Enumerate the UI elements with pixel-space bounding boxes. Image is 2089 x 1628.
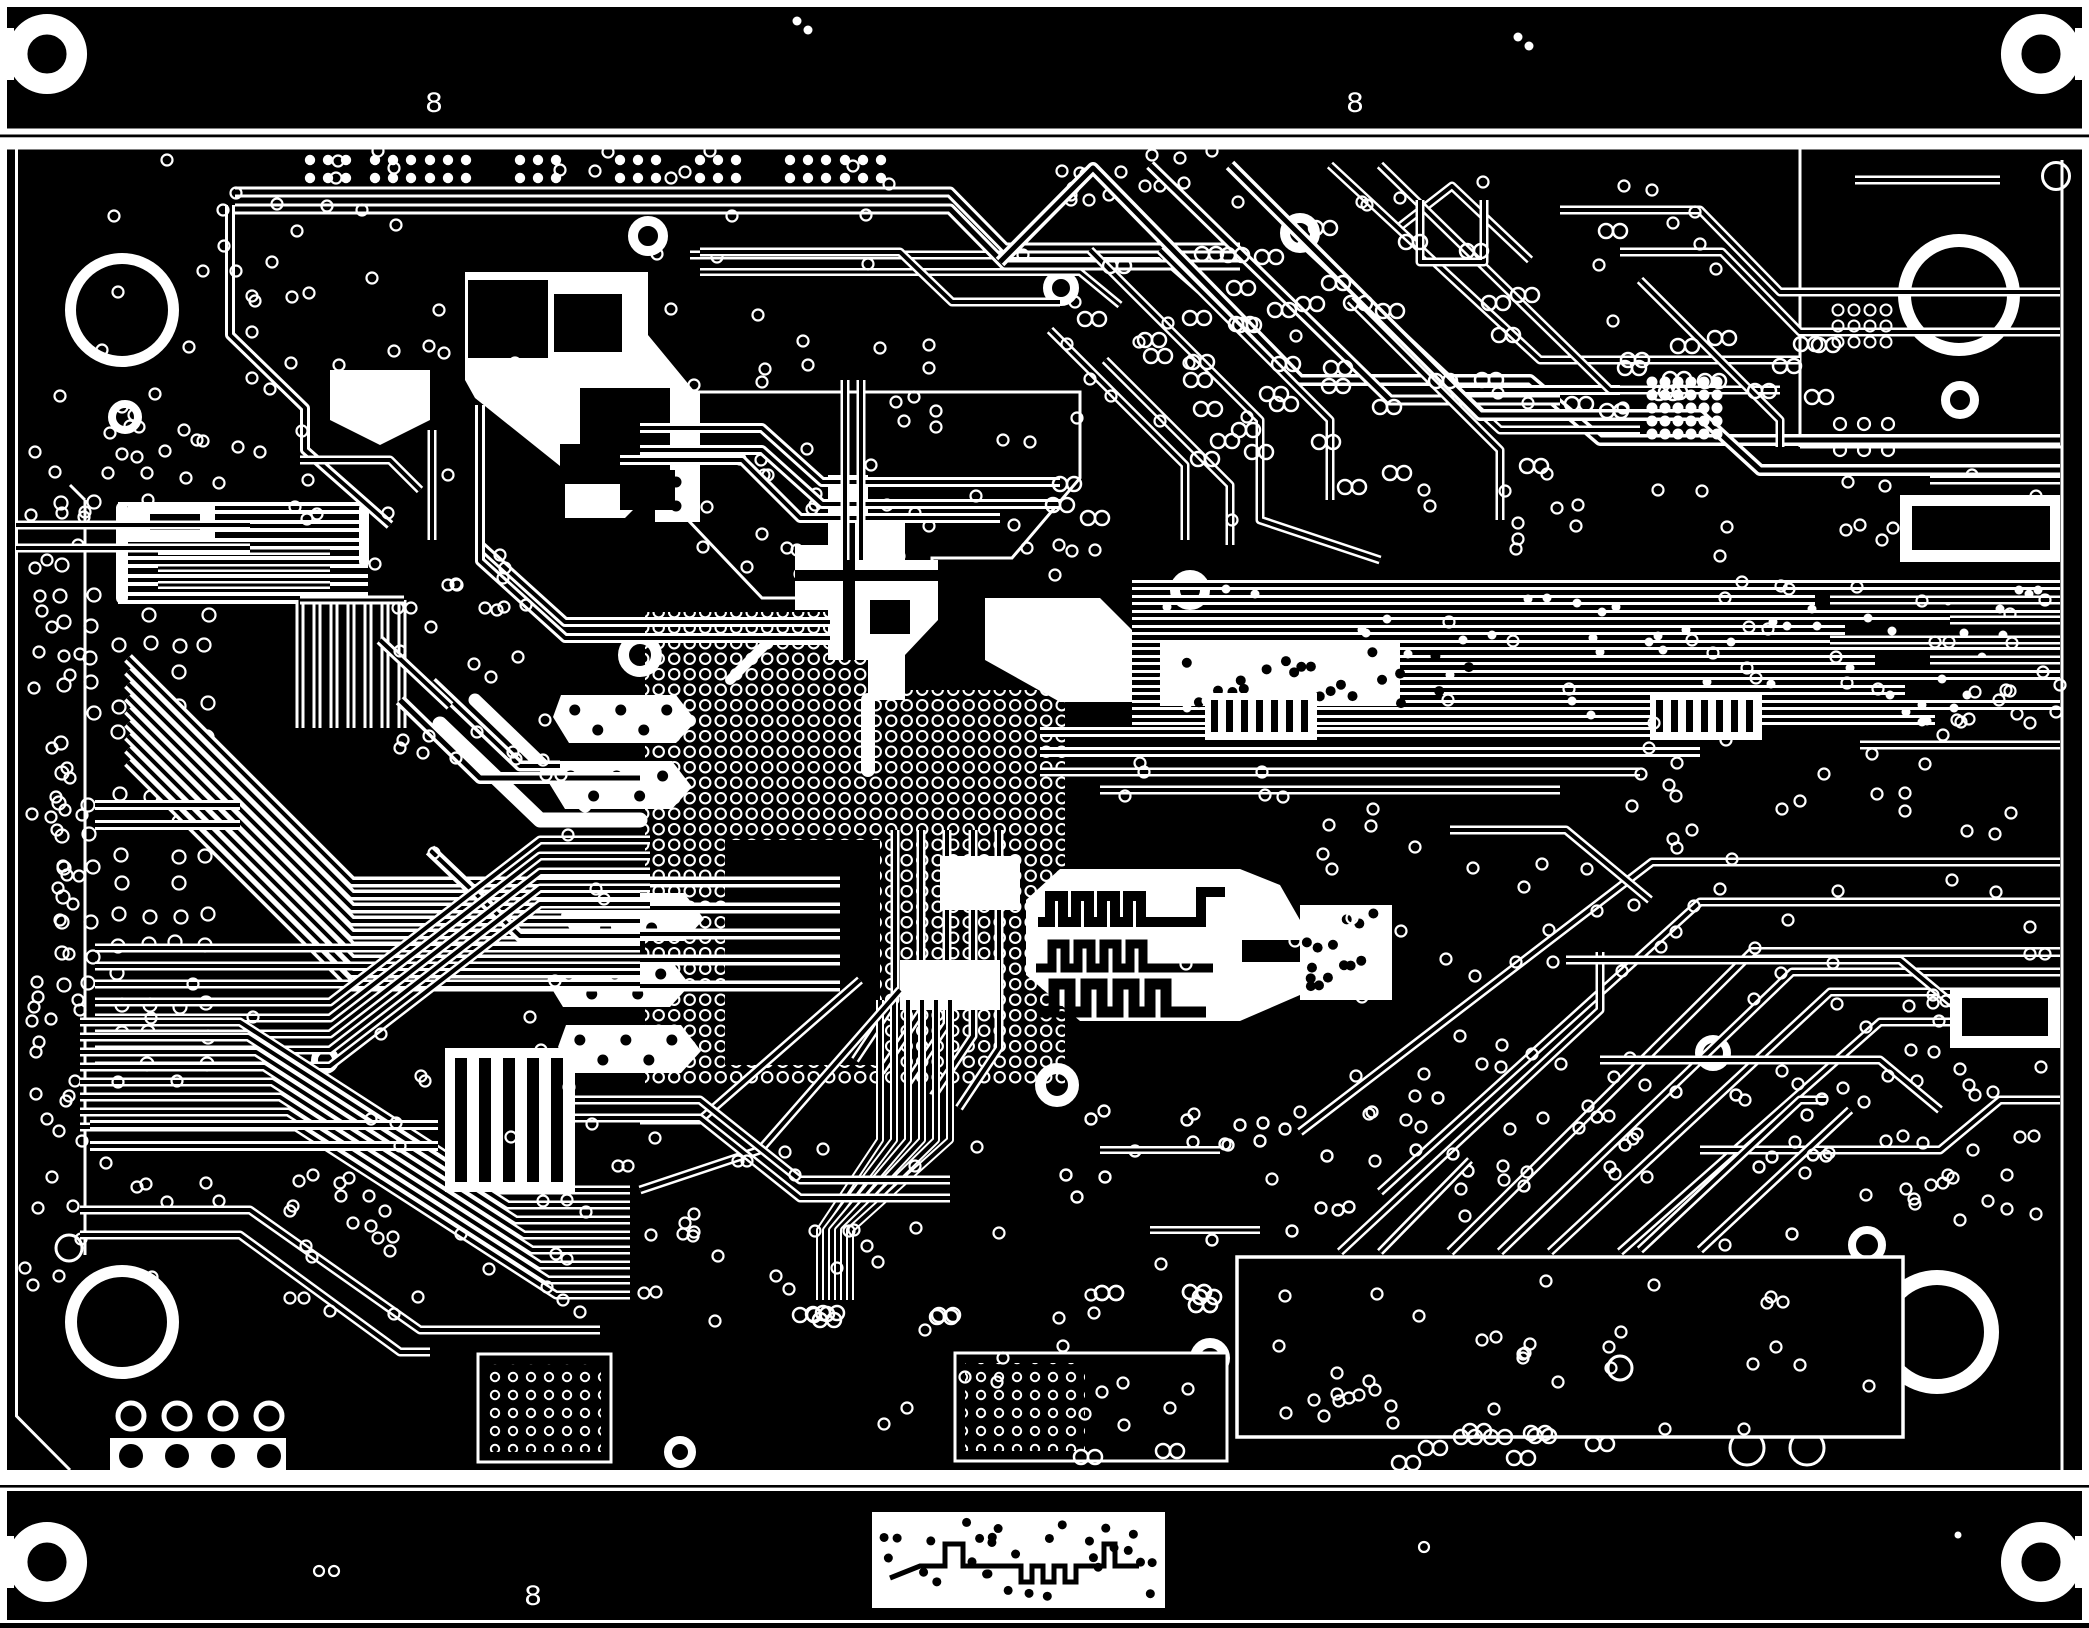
svg-text:8: 8 [1346, 88, 1364, 122]
svg-text:8: 8 [425, 88, 443, 122]
svg-text:8: 8 [524, 1581, 542, 1615]
